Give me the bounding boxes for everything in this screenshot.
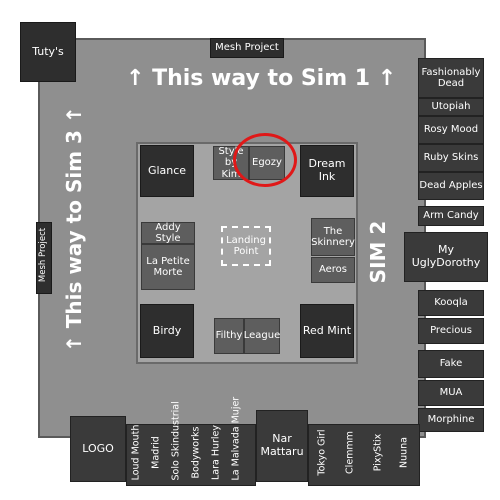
store-label: Morphine: [427, 414, 475, 426]
store-red-mint[interactable]: Red Mint: [300, 304, 354, 358]
store-label: Ruby Skins: [423, 152, 479, 164]
landing-label: Landing Point: [226, 235, 266, 257]
store-fashionably-dead[interactable]: Fashionably Dead: [418, 58, 484, 98]
store-morphine[interactable]: Morphine: [418, 408, 484, 432]
direction-sim1: ↑ This way to Sim 1 ↑: [126, 66, 397, 91]
store-label: Tuty's: [32, 44, 64, 58]
store-label: Mesh Project: [38, 227, 48, 283]
store-addy-style[interactable]: Addy Style: [141, 222, 195, 244]
store-label: Style by Kim: [218, 145, 244, 180]
store-dead-apples[interactable]: Dead Apples: [418, 172, 484, 200]
store-label: Fashionably Dead: [421, 66, 481, 90]
store-label: Red Mint: [302, 323, 352, 337]
store-label: League: [243, 330, 281, 342]
store-label: My UglyDorothy: [411, 243, 481, 269]
store-label: Dream Ink: [308, 157, 346, 183]
store-rosy-mood[interactable]: Rosy Mood: [418, 116, 484, 144]
store-mesh-project-left[interactable]: [36, 222, 52, 294]
store-the-skinnery[interactable]: The Skinnery: [311, 218, 355, 256]
bottom-strip-right: [308, 424, 420, 486]
store-arm-candy[interactable]: Arm Candy: [418, 206, 484, 226]
store-label: Filthy: [215, 330, 243, 342]
store-la-malvada-mujer[interactable]: La Malvada Mujer: [230, 396, 242, 481]
store-label: Dead Apples: [419, 180, 483, 192]
store-clemmm[interactable]: Clemmm: [344, 431, 356, 474]
store-label: Addy Style: [155, 221, 181, 245]
store-label: Utopiah: [431, 101, 471, 113]
store-label: The Skinnery: [311, 225, 355, 249]
store-label: Birdy: [152, 323, 182, 337]
store-label: Aeros: [318, 264, 348, 276]
bottom-strip-left: [126, 424, 256, 486]
store-solo-skindustrial[interactable]: Solo Skindustrial: [170, 401, 182, 481]
store-dream-ink[interactable]: Dream Ink: [300, 145, 354, 197]
store-label: Rosy Mood: [423, 124, 479, 136]
store-ruby-skins[interactable]: Ruby Skins: [418, 144, 484, 172]
store-loud-mouth[interactable]: Loud Mouth: [130, 424, 142, 481]
store-mua[interactable]: MUA: [418, 380, 484, 406]
store-logo[interactable]: LOGO: [70, 416, 126, 482]
store-lara-hurley[interactable]: Lara Hurley: [210, 424, 222, 481]
store-nar-mattaru[interactable]: Nar Mattaru: [256, 410, 308, 482]
store-madrid[interactable]: Madrid: [150, 436, 162, 469]
store-la-petite-morte[interactable]: La Petite Morte: [141, 244, 195, 290]
store-bodyworks[interactable]: Bodyworks: [190, 426, 202, 479]
store-label: Kooqla: [434, 297, 468, 309]
store-label: MUA: [439, 387, 463, 399]
store-label: Mesh Project: [215, 42, 279, 54]
store-kooqla[interactable]: Kooqla: [418, 290, 484, 316]
store-label: Precious: [430, 325, 472, 337]
direction-sim2: SIM 2: [366, 220, 390, 284]
store-label: Arm Candy: [423, 210, 479, 222]
store-nuuna[interactable]: Nuuna: [398, 437, 410, 468]
store-mesh-project-top[interactable]: Mesh Project: [210, 38, 284, 58]
store-label: LOGO: [82, 441, 114, 455]
store-fake[interactable]: Fake: [418, 350, 484, 378]
store-filthy[interactable]: Filthy: [214, 318, 244, 354]
store-tutys[interactable]: Tuty's: [20, 22, 76, 82]
store-label: Fake: [439, 358, 463, 370]
store-label: Nar Mattaru: [260, 432, 304, 458]
highlight-circle: [233, 133, 297, 187]
store-league[interactable]: League: [244, 318, 280, 354]
landing-point[interactable]: Landing Point: [221, 226, 271, 266]
store-glance[interactable]: Glance: [140, 145, 194, 197]
store-utopiah[interactable]: Utopiah: [418, 98, 484, 116]
store-precious[interactable]: Precious: [418, 318, 484, 344]
store-pixystix[interactable]: PixyStix: [372, 433, 384, 472]
store-my-uglydorothy[interactable]: My UglyDorothy: [404, 232, 488, 282]
store-tokyo-girl[interactable]: Tokyo Girl: [316, 429, 328, 476]
store-label: Glance: [147, 163, 187, 177]
direction-sim3: ↑ This way to Sim 3 ↑: [62, 106, 86, 352]
store-aeros[interactable]: Aeros: [311, 257, 355, 283]
store-birdy[interactable]: Birdy: [140, 304, 194, 358]
store-label: La Petite Morte: [146, 255, 190, 279]
